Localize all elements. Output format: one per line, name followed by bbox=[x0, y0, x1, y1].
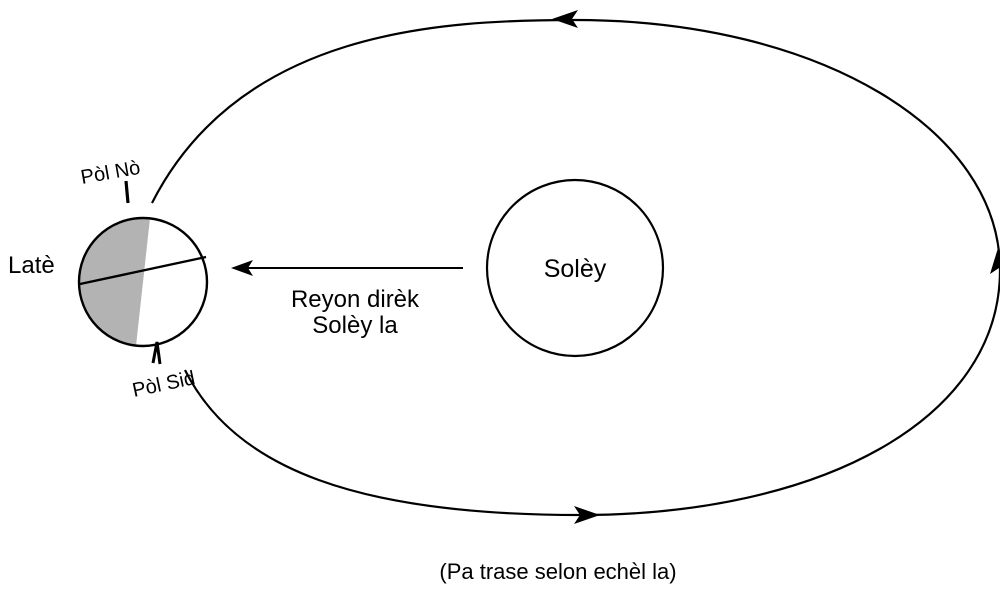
scale-note: (Pa trase selon echèl la) bbox=[439, 559, 676, 584]
orbit-arrow-bottom bbox=[574, 506, 600, 524]
orbit-arrow-top bbox=[552, 10, 578, 28]
earth bbox=[77, 180, 209, 365]
earth-night-side bbox=[78, 217, 150, 346]
north-pole-label: Pòl Nò bbox=[79, 157, 142, 189]
sun-rays-label-line2: Solèy la bbox=[312, 312, 398, 339]
orbit-arrow-right bbox=[990, 248, 1000, 274]
south-pole-marker bbox=[151, 341, 162, 365]
earth-label: Latè bbox=[8, 252, 55, 279]
north-pole-marker bbox=[124, 180, 130, 204]
earth-equator bbox=[79, 255, 207, 286]
sun-rays-label-line1: Reyon dirèk bbox=[291, 286, 420, 313]
south-pole-label: Pòl Sid bbox=[130, 367, 197, 402]
sun bbox=[485, 178, 665, 358]
sun-label: Solèy bbox=[544, 255, 607, 283]
sun-rays-arrowhead bbox=[231, 260, 253, 276]
